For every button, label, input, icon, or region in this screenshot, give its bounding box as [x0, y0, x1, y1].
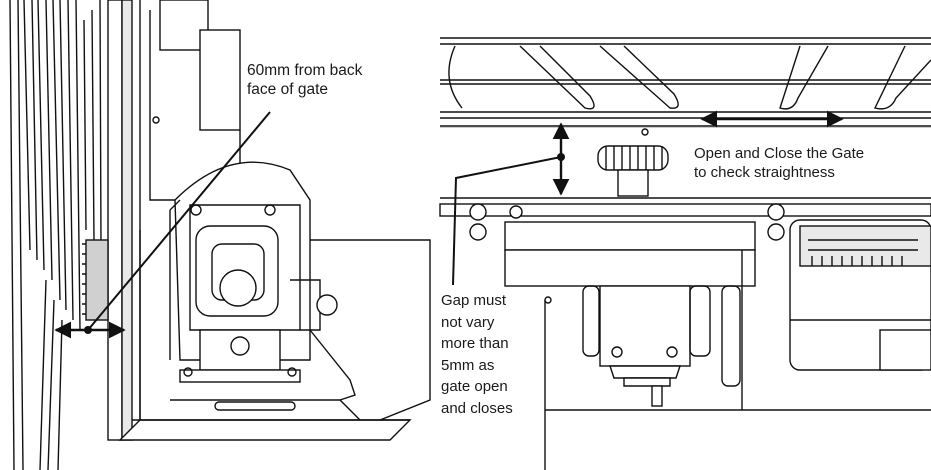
motor-housing [169, 161, 338, 361]
callout-distance-from-gate: 60mm from back face of gate [247, 62, 363, 98]
motor-base [179, 329, 356, 401]
callout-open-close-check: Open and Close the Gate to check straigh… [694, 145, 865, 181]
gate-bars [9, 0, 102, 470]
leader-line-gap [452, 156, 562, 286]
lower-frame [544, 296, 931, 470]
control-box [789, 219, 931, 371]
gate-post [107, 0, 141, 441]
callout-gap-tolerance: Gap must not vary more than 5mm as gate … [441, 292, 513, 417]
track-plate [439, 197, 931, 241]
upper-housing [149, 0, 241, 201]
leader-line-left [87, 111, 271, 331]
gate-frame-top [440, 37, 931, 193]
motor-block [504, 221, 756, 410]
mounting-plate [118, 230, 431, 441]
drive-gear [82, 239, 109, 321]
right-panel-drawing [439, 37, 931, 470]
adjust-knob [597, 145, 669, 197]
